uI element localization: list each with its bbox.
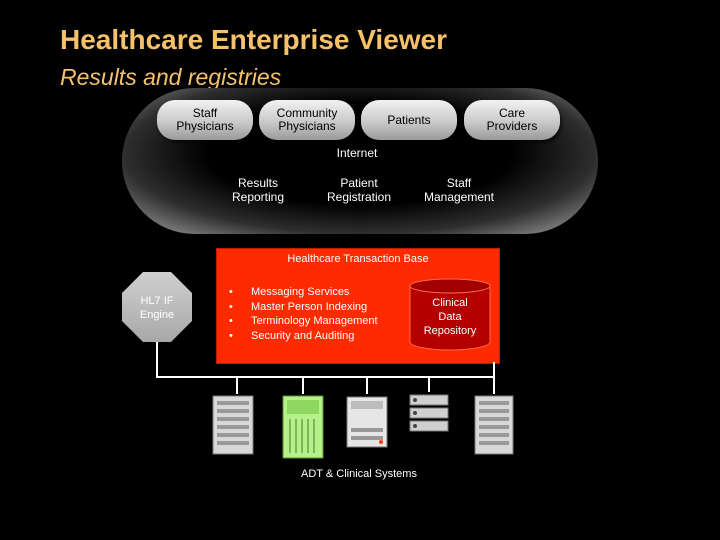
clinical-data-repository-cylinder	[409, 278, 491, 351]
bullet-icon: •	[229, 329, 233, 342]
connector-line	[302, 376, 304, 394]
patient-registration-label: Patient Registration	[326, 176, 392, 204]
bullet-icon: •	[229, 315, 233, 327]
connector-line	[493, 362, 495, 394]
community-physicians-pill: Community Physicians	[259, 100, 355, 140]
page-title: Healthcare Enterprise Viewer	[60, 24, 448, 55]
staff-physicians-pill: Staff Physicians	[157, 100, 253, 140]
server-tower-icon	[212, 395, 254, 455]
results-reporting-label: Results Reporting	[231, 176, 285, 204]
cabinet-icon	[282, 395, 324, 459]
staff-management-label: Staff Management	[423, 176, 495, 204]
clinical-data-repository-label: Clinical Data Repository	[423, 297, 477, 337]
service-item: •Master Person Indexing	[229, 300, 368, 313]
connector-line	[156, 342, 158, 378]
care-providers-pill: Care Providers	[464, 100, 560, 140]
systems-label: ADT & Clinical Systems	[301, 468, 417, 480]
bullet-icon: •	[229, 286, 233, 298]
internet-label: Internet	[336, 146, 378, 160]
transaction-base-title: Healthcare Transaction Base	[287, 253, 429, 265]
service-item: •Messaging Services	[229, 286, 350, 298]
rack-units-icon	[409, 394, 449, 432]
service-item: •Security and Auditing	[229, 329, 355, 342]
service-item: •Terminology Management	[229, 315, 378, 327]
patients-pill: Patients	[361, 100, 457, 140]
connector-line	[236, 376, 238, 394]
connector-line	[428, 376, 430, 392]
connector-line	[156, 376, 495, 378]
bullet-icon: •	[229, 300, 233, 313]
hl7-engine-label: HL7 IF Engine	[139, 295, 175, 321]
server-tower-icon	[474, 395, 514, 455]
connector-line	[366, 376, 368, 394]
page-subtitle: Results and registries	[60, 64, 282, 90]
hl7-engine-octagon	[122, 272, 192, 342]
services-list: •Messaging Services •Master Person Index…	[229, 285, 378, 343]
printer-server-icon	[346, 396, 388, 448]
